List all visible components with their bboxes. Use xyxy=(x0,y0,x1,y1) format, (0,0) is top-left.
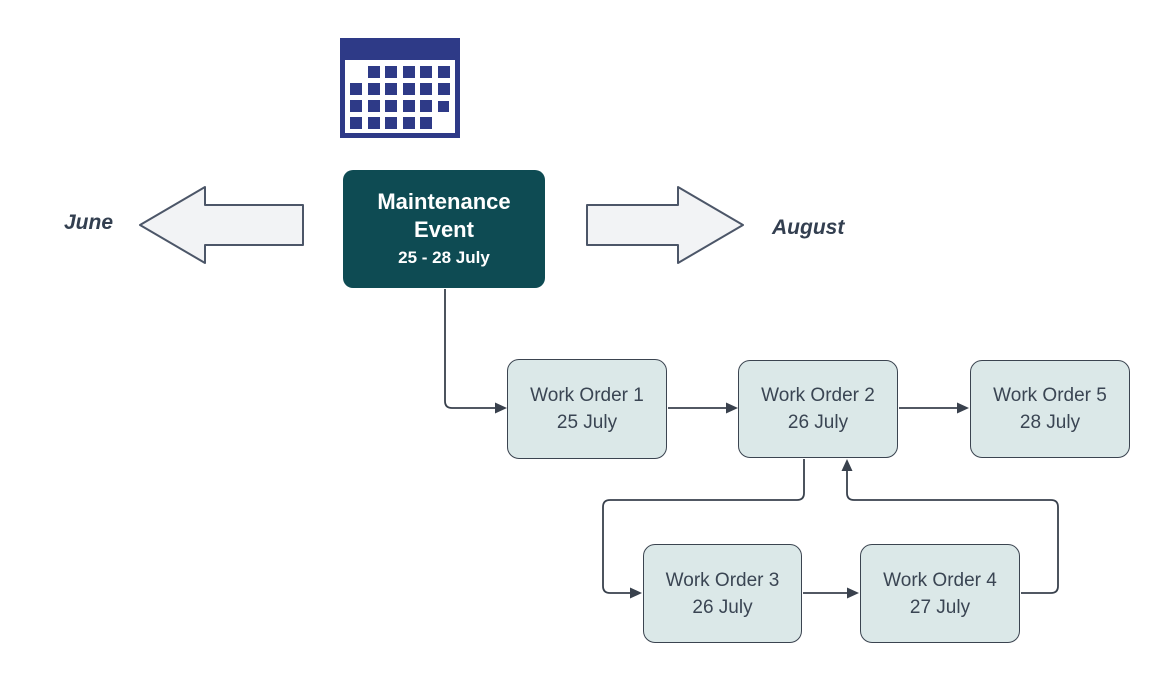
work-order-3-node: Work Order 3 26 July xyxy=(643,544,802,643)
june-label: June xyxy=(64,211,114,234)
work-order-4-label: Work Order 4 xyxy=(883,569,997,591)
work-order-1-date: 25 July xyxy=(556,412,618,433)
work-order-2-label: Work Order 2 xyxy=(761,385,875,406)
work-order-1-label: Work Order 1 xyxy=(530,385,644,406)
maintenance-event-node: Maintenance Event 25 - 28 July xyxy=(343,170,545,288)
connector-event-to-wo1 xyxy=(444,289,495,409)
june-arrow-shape xyxy=(139,186,304,264)
arrowhead-wo4-to-wo2 xyxy=(841,459,853,471)
work-order-5-node: Work Order 5 28 July xyxy=(970,360,1130,458)
maintenance-event-dates: 25 - 28 July xyxy=(398,248,490,267)
work-order-2-node: Work Order 2 26 July xyxy=(738,360,898,458)
work-order-2-date: 26 July xyxy=(787,412,849,433)
connector-lines xyxy=(444,289,1059,594)
calendar-icon xyxy=(340,38,460,138)
work-order-5-date: 28 July xyxy=(1019,412,1081,433)
work-order-4-node: Work Order 4 27 July xyxy=(860,544,1020,643)
work-order-3-label: Work Order 3 xyxy=(665,569,780,591)
arrowhead-event-to-wo1 xyxy=(495,402,507,414)
connector-wo4-to-wo2 xyxy=(846,471,1059,594)
maintenance-event-title: Maintenance Event xyxy=(377,189,511,242)
work-order-1-node: Work Order 1 25 July xyxy=(507,359,667,459)
connector-arrowheads xyxy=(495,402,969,599)
arrowhead-wo1-to-wo2 xyxy=(726,402,738,414)
arrowhead-wo3-to-wo4 xyxy=(847,587,859,599)
calendar-grid xyxy=(350,66,450,129)
work-order-5-label: Work Order 5 xyxy=(993,385,1107,406)
arrowhead-wo2-to-wo3 xyxy=(630,587,642,599)
calendar-body xyxy=(345,60,455,133)
august-label: August xyxy=(772,216,845,239)
work-order-4-date: 27 July xyxy=(909,596,971,618)
connector-wo2-to-wo3 xyxy=(602,459,805,594)
august-arrow-shape xyxy=(586,186,744,264)
work-order-3-date: 26 July xyxy=(692,596,753,618)
arrowhead-wo2-to-wo5 xyxy=(957,402,969,414)
